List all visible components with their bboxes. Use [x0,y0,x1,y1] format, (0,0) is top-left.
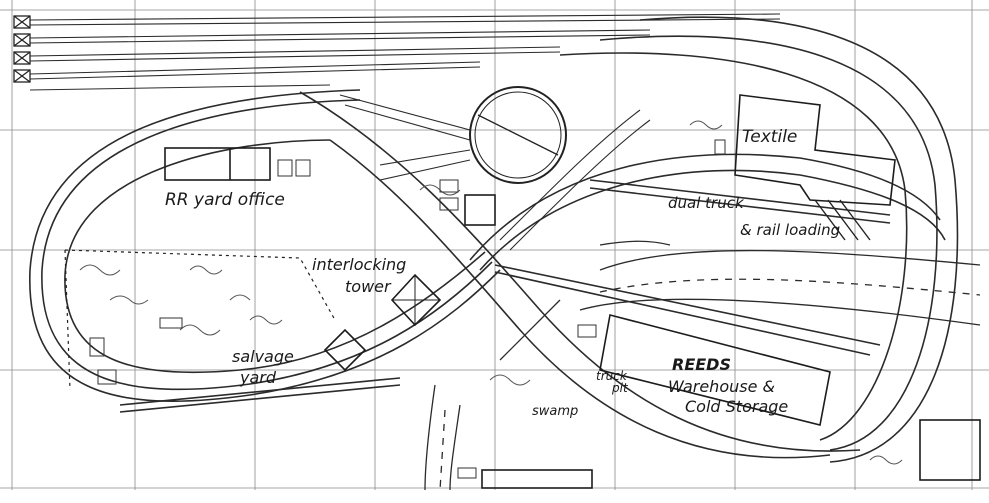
label-swamp: swamp [532,404,578,419]
buildings [164,94,981,489]
label-textile: Textile [742,127,797,147]
turntable [469,86,567,184]
label-tower: tower [345,277,392,296]
rr-yard-office-building [164,147,271,181]
label-rail-loading: & rail loading [740,221,840,239]
label-warehouse: Warehouse & [668,377,775,396]
mainline-track [29,16,959,463]
salvage-yard-fence [64,249,336,391]
map-labels: Textile RR yard office dual truck & rail… [165,127,840,419]
label-truck: truck [596,369,628,383]
label-reeds: REEDS [672,355,731,374]
label-yard: yard [239,368,277,387]
salvage-shed-building [323,328,367,372]
grid-lines [0,0,989,490]
roads [424,240,981,491]
reeds-warehouse-building [599,314,831,426]
textile-building [734,94,896,206]
label-salvage: salvage [232,347,294,366]
label-dual-truck: dual truck [668,194,745,212]
label-cold-storage: Cold Storage [685,397,788,416]
label-pit: pit [611,381,629,395]
scenery-scribbles [79,120,903,479]
label-interlocking: interlocking [312,255,406,274]
staging-tracks [29,13,781,91]
bumper-icons [13,15,31,83]
label-rr-yard-office: RR yard office [165,190,285,210]
